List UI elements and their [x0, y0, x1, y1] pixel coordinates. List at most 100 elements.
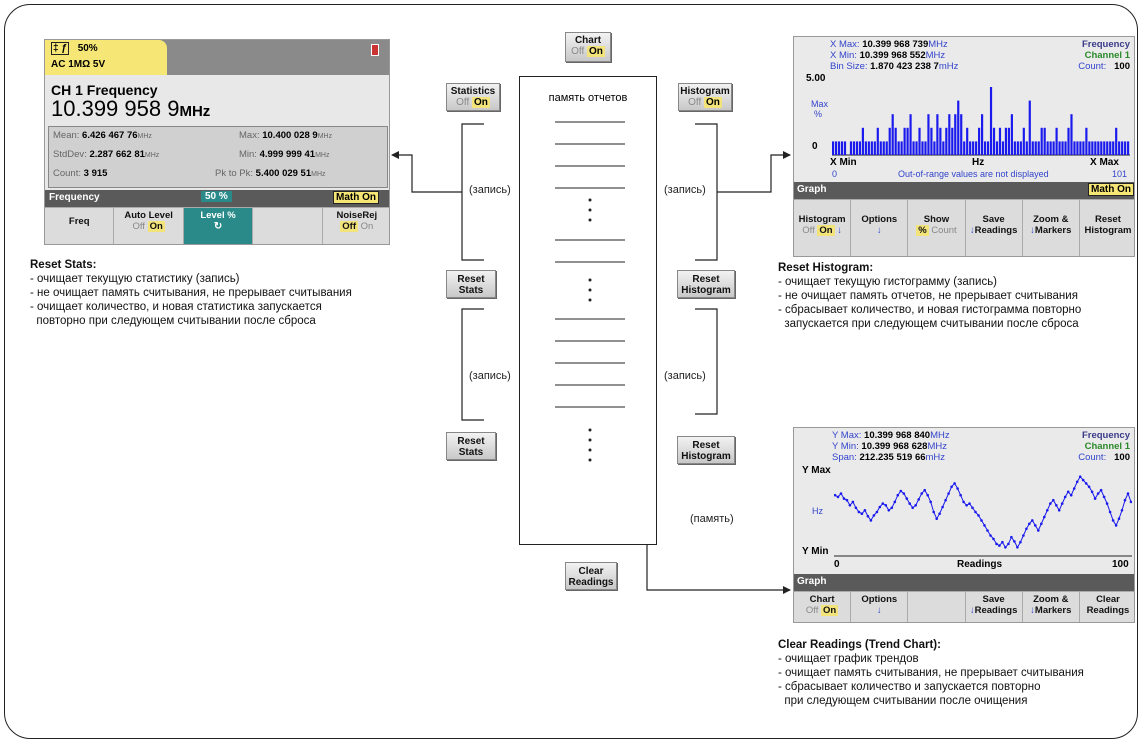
trend-point — [836, 495, 840, 499]
histogram-bar — [1025, 141, 1028, 155]
freq-softkey[interactable]: Freq — [45, 208, 115, 244]
freq-softkey-label: Freq — [68, 216, 90, 227]
histogram-bar — [930, 127, 933, 155]
options-softkey[interactable]: Options ↓ — [851, 200, 909, 256]
histogram-bar — [927, 114, 930, 155]
auto-level-label: Auto Level — [124, 210, 173, 221]
histogram-key[interactable]: Histogram Off On — [678, 83, 732, 111]
chart-softkey[interactable]: Chart Off On — [794, 592, 852, 622]
empty-softkey-2[interactable] — [908, 592, 966, 622]
trend-point — [950, 485, 953, 489]
pk-to-pk-label: Pk to Pk: — [215, 168, 254, 179]
max-value: 10.400 028 9 — [262, 130, 318, 141]
trend-save-readings-softkey[interactable]: Save ↓Readings — [966, 592, 1023, 622]
reset-histogram-key[interactable]: Reset Histogram — [677, 270, 735, 298]
channel-tab-icon: ‡ ƒ — [51, 42, 69, 55]
trend-point — [914, 504, 917, 507]
clear-readings-note-line: - очищает память считывания, не прерывае… — [778, 667, 1084, 679]
trend-ymin-unit: MHz — [927, 441, 947, 452]
trend-point — [911, 506, 914, 510]
empty-softkey-1[interactable] — [253, 208, 323, 244]
menu-title-bar: Frequency 50 % Math On — [45, 190, 389, 207]
histogram-softkey[interactable]: Histogram Off On ↓ — [794, 200, 852, 256]
auto-level-softkey[interactable]: Auto Level Off On — [114, 208, 184, 244]
reset-histogram-key-2[interactable]: Reset Histogram — [677, 436, 735, 464]
trend-point — [932, 510, 935, 514]
trend-x-zero: 0 — [834, 559, 840, 570]
histogram-bar — [1118, 141, 1121, 155]
histogram-bar — [1115, 127, 1118, 155]
clear-readings-key[interactable]: Clear Readings — [565, 562, 617, 590]
trend-point — [1066, 490, 1070, 494]
histogram-bar — [1034, 141, 1037, 155]
submenu-arrow-icon: ↓ — [837, 225, 842, 236]
trend-point — [851, 500, 855, 504]
clear-readings-key-label2: Readings — [568, 577, 614, 588]
reset-stats-key-2-label: Reset — [457, 436, 485, 447]
histogram-bar — [1022, 127, 1025, 155]
trend-point — [983, 524, 986, 527]
histogram-bar — [960, 114, 963, 155]
submenu-arrow-icon: ↓ — [1030, 605, 1035, 616]
trend-right-channel: Channel 1 — [1084, 441, 1130, 452]
histogram-bar — [1097, 141, 1100, 155]
reset-histogram-softkey[interactable]: Reset Histogram — [1080, 200, 1134, 256]
histogram-bar — [918, 127, 921, 155]
clear-readings-softkey[interactable]: Clear Readings — [1080, 592, 1134, 622]
histogram-bar — [1127, 141, 1130, 155]
chart-key[interactable]: Chart Off On — [565, 32, 611, 62]
histogram-bar — [975, 141, 978, 155]
histogram-bar — [900, 141, 903, 155]
statistics-key[interactable]: Statistics Off On — [446, 83, 500, 111]
hist-bin-unit: mHz — [938, 61, 959, 72]
trend-options-softkey[interactable]: Options ↓ — [851, 592, 909, 622]
trend-point — [1096, 492, 1100, 495]
trend-ymin-value: 10.399 968 628 — [861, 441, 928, 452]
show-softkey[interactable]: Show % Count — [908, 200, 966, 256]
hist-right-channel: Channel 1 — [1084, 50, 1130, 61]
mean-value: 6.426 467 76 — [82, 130, 138, 141]
level-percent-softkey[interactable]: Level % ↻ — [183, 208, 254, 244]
trend-point — [839, 492, 843, 495]
trend-chart-plot — [834, 475, 1132, 557]
stddev-label: StdDev: — [53, 149, 87, 160]
histogram-bar — [1010, 114, 1013, 155]
histogram-bar — [1046, 141, 1049, 155]
histogram-bar — [1007, 127, 1010, 155]
trend-point — [1117, 517, 1121, 520]
save-readings-softkey[interactable]: Save ↓Readings — [966, 200, 1023, 256]
reset-stats-key-2-label2: Stats — [458, 447, 484, 458]
histogram-softkey-label: Histogram — [798, 214, 846, 225]
noise-rej-softkey[interactable]: NoiseRej Off On — [323, 208, 389, 244]
histogram-bar — [912, 141, 915, 155]
trend-options-label: Options — [861, 594, 898, 605]
memory-slots — [555, 121, 625, 462]
trend-point — [1105, 502, 1109, 505]
trend-point — [1063, 495, 1067, 499]
hist-x-min-label: X Min — [830, 157, 857, 168]
trend-point — [989, 534, 992, 537]
histogram-bar — [986, 141, 990, 155]
trend-point — [1093, 497, 1097, 500]
clear-readings-note-line: - очищает график трендов — [778, 653, 919, 665]
trend-point — [1072, 487, 1076, 490]
zoom-markers-softkey[interactable]: Zoom & ↓Markers — [1023, 200, 1080, 256]
reset-histogram-softkey-label2: Histogram — [1084, 225, 1132, 236]
reset-stats-key[interactable]: Reset Stats — [446, 270, 496, 298]
histogram-bar — [855, 141, 859, 155]
histogram-bar — [966, 127, 969, 155]
trend-point — [908, 502, 911, 505]
diagram-frame — [4, 4, 1138, 739]
trend-zoom-label2: Markers — [1034, 605, 1072, 616]
trend-point — [1046, 509, 1049, 512]
reset-stats-key-2[interactable]: Reset Stats — [446, 432, 496, 460]
reset-histogram-note-line: - очищает текущую гистограмму (запись) — [778, 276, 998, 288]
noise-rej-off: Off — [340, 221, 359, 232]
histogram-key-label: Histogram — [680, 86, 730, 97]
trend-save-label: Save — [982, 594, 1005, 605]
histogram-bar — [858, 141, 861, 155]
trend-point — [1075, 480, 1079, 484]
trend-ymin-label: Y Min: — [832, 441, 859, 452]
clear-readings-note: Clear Readings (Trend Chart): - очищает … — [778, 638, 1138, 708]
trend-zoom-markers-softkey[interactable]: Zoom & ↓Markers — [1023, 592, 1080, 622]
